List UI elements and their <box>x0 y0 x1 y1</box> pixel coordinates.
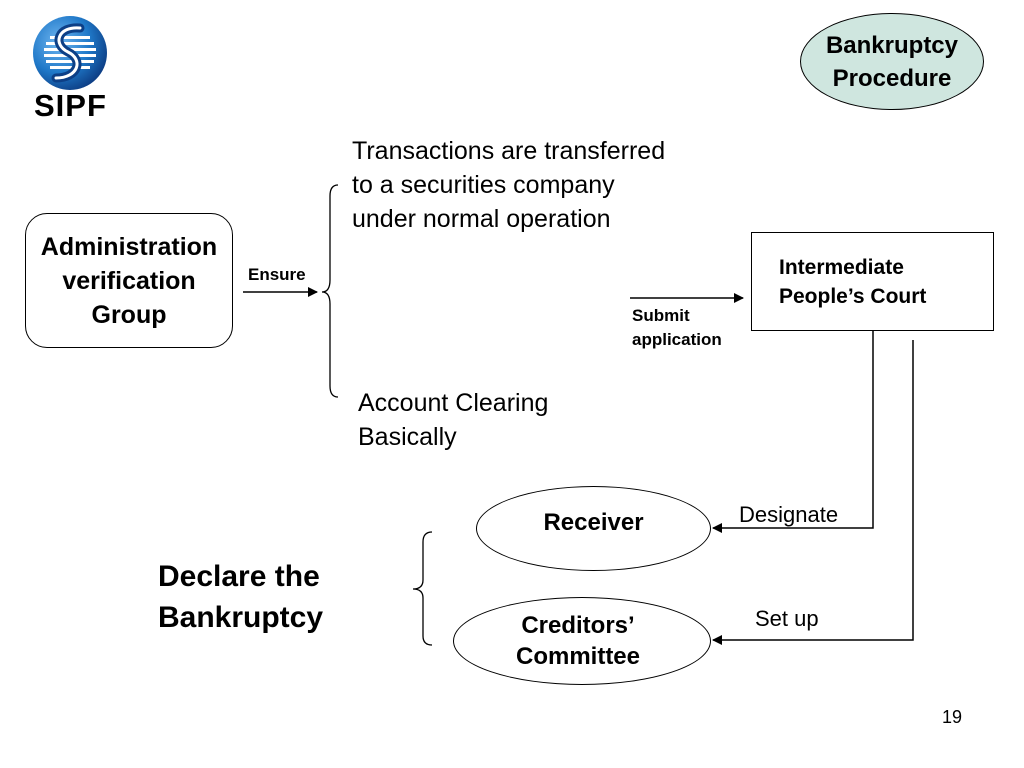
court-line-2: People’s Court <box>779 285 927 308</box>
left-brace-large <box>321 184 339 398</box>
title-line-1: Bankruptcy <box>825 31 959 59</box>
receiver-ellipse: Receiver <box>476 486 711 571</box>
declare-line-1: Declare the <box>158 560 320 593</box>
account-clearing-text: Account Clearing Basically <box>358 386 548 454</box>
submit-application-label: Submit application <box>632 304 722 352</box>
sipf-logo: SIPF <box>28 14 112 123</box>
logo-text: SIPF <box>34 88 107 123</box>
title-badge: Bankruptcy Procedure <box>800 13 984 110</box>
designate-connector <box>712 331 874 533</box>
left-brace-small <box>412 531 433 646</box>
page-number: 19 <box>942 707 963 727</box>
transactions-line-2: to a securities company <box>352 171 615 199</box>
submit-line-1: Submit <box>632 306 690 325</box>
transactions-line-1: Transactions are transferred <box>352 137 666 165</box>
transactions-text: Transactions are transferred to a securi… <box>352 134 665 236</box>
sipf-logo-emblem-icon <box>33 16 107 90</box>
admin-verification-group-box: Administration verification Group <box>25 213 233 348</box>
ensure-label: Ensure <box>248 265 306 284</box>
account-line-2: Basically <box>358 423 457 451</box>
transactions-line-3: under normal operation <box>352 205 611 233</box>
court-line-1: Intermediate <box>779 256 904 279</box>
setup-connector <box>712 340 914 645</box>
submit-line-2: application <box>632 330 722 349</box>
declare-line-2: Bankruptcy <box>158 601 324 634</box>
account-line-1: Account Clearing <box>358 389 549 417</box>
admin-line-3: Group <box>91 300 167 329</box>
creditors-line-1: Creditors’ <box>521 612 635 639</box>
declare-bankruptcy-text: Declare the Bankruptcy <box>158 556 323 638</box>
intermediate-peoples-court-box: Intermediate People’s Court <box>751 232 994 331</box>
title-line-2: Procedure <box>832 64 952 92</box>
setup-label: Set up <box>755 606 819 631</box>
admin-line-1: Administration <box>40 232 218 261</box>
designate-label: Designate <box>739 502 839 527</box>
receiver-label: Receiver <box>543 509 644 536</box>
admin-line-2: verification <box>62 266 196 295</box>
creditors-line-2: Committee <box>515 643 641 670</box>
creditors-committee-ellipse: Creditors’ Committee <box>453 597 711 685</box>
